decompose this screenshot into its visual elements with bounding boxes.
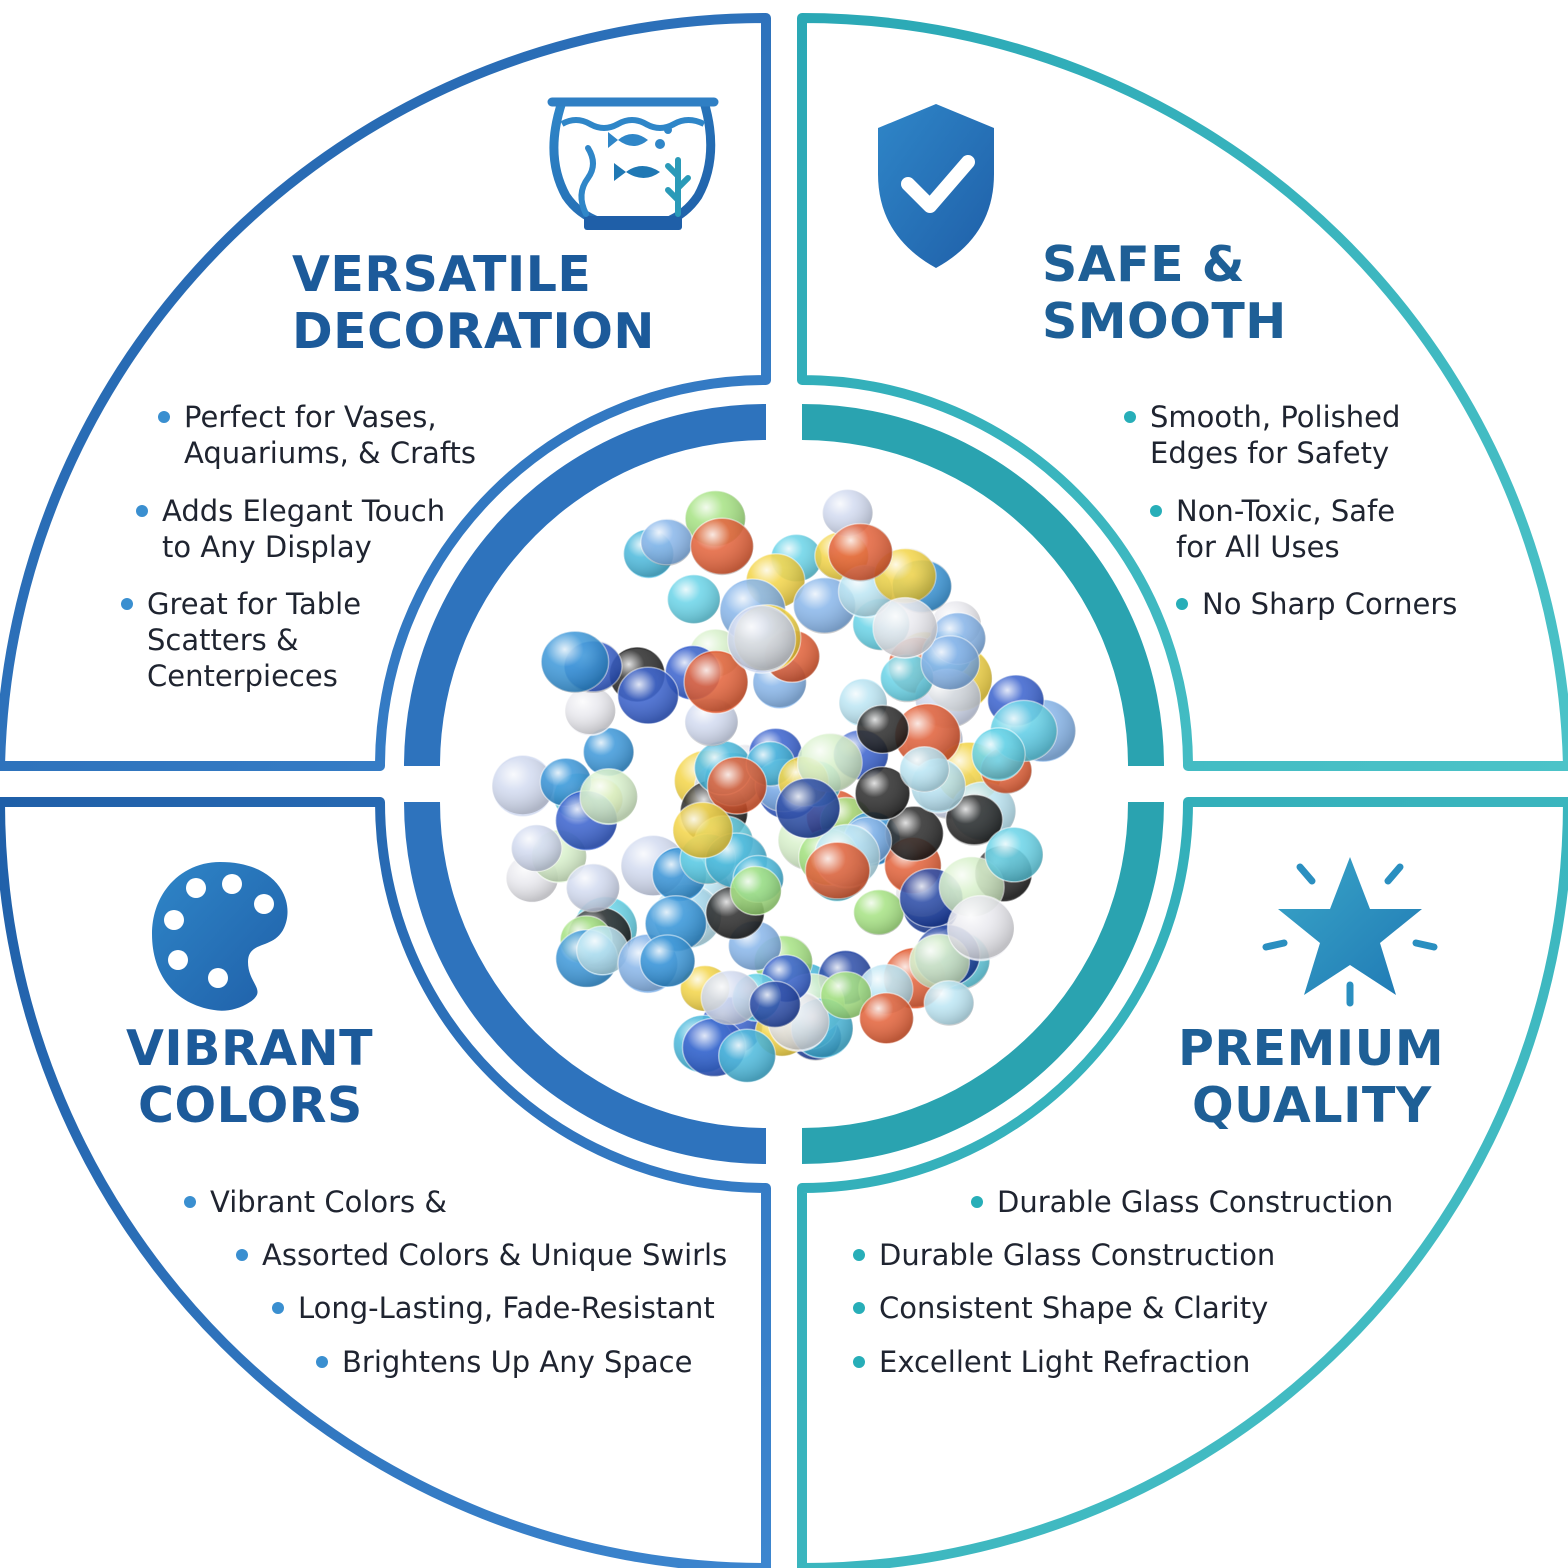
palette-icon — [152, 862, 288, 1011]
list-item: Durable Glass Construction — [970, 1185, 1394, 1219]
marble-highlight — [947, 897, 1014, 959]
marble-highlight — [985, 828, 1043, 882]
list-item: Non-Toxic, Safe for All Uses — [1149, 493, 1396, 565]
marble-highlight — [855, 768, 910, 819]
title-versatile-decoration: VERSATILE DECORATION — [292, 246, 655, 360]
shield-check-icon — [878, 104, 994, 268]
title-line: QUALITY — [1192, 1077, 1432, 1134]
list-item: Assorted Colors & Unique Swirls — [235, 1238, 728, 1272]
list-item: Brightens Up Any Space — [315, 1345, 693, 1379]
marble-highlight — [707, 758, 767, 813]
marble-highlight — [576, 926, 629, 975]
marble-highlight — [859, 993, 914, 1044]
star-icon — [1262, 857, 1438, 1007]
marble-highlight — [749, 980, 801, 1028]
marble-highlight — [701, 970, 760, 1025]
marble-highlight — [899, 746, 950, 792]
list-item: Long-Lasting, Fade-Resistant — [272, 1291, 715, 1325]
marble-highlight — [921, 636, 980, 690]
title-line: SMOOTH — [1042, 293, 1287, 350]
list-item: No Sharp Corners — [1175, 586, 1458, 622]
list-item: Smooth, Polished Edges for Safety — [1123, 399, 1401, 471]
marble-highlight — [730, 867, 782, 915]
list-item: Vibrant Colors & — [184, 1185, 447, 1219]
marble-highlight — [617, 667, 679, 724]
marble-highlight — [565, 687, 616, 734]
marble-highlight — [805, 840, 870, 901]
bullet-line: Adds Elegant Touch — [162, 494, 446, 528]
bullet-line: Great for Table — [147, 587, 362, 621]
list-item: Durable Glass Construction — [852, 1238, 1276, 1272]
fishbowl-icon — [547, 97, 719, 230]
title-line: PREMIUM — [1178, 1020, 1445, 1077]
marble-highlight — [566, 863, 620, 913]
bullet-line: for All Uses — [1176, 530, 1340, 564]
bullet-line: Non-Toxic, Safe — [1176, 494, 1396, 528]
bullet-line: Perfect for Vases, — [184, 400, 437, 434]
marble-highlight — [684, 652, 748, 712]
title-safe-smooth: SAFE & SMOOTH — [1042, 236, 1287, 350]
marble-highlight — [828, 522, 893, 582]
bullet-line: Edges for Safety — [1150, 436, 1390, 470]
marble-highlight — [945, 793, 1003, 846]
marble-highlight — [640, 518, 693, 566]
list-item: Adds Elegant Touch to Any Display — [135, 493, 446, 565]
bullet-line: Smooth, Polished — [1150, 400, 1401, 434]
marble-highlight — [667, 575, 721, 624]
marble-highlight — [640, 935, 695, 987]
title-line: COLORS — [138, 1077, 363, 1134]
inner-ring — [404, 404, 1164, 1164]
bullet-line: Centerpieces — [147, 659, 338, 693]
bullet-line: Aquariums, & Crafts — [184, 436, 476, 470]
glass-marbles-photo — [491, 488, 1077, 1084]
bullet-line: to Any Display — [162, 530, 372, 564]
marble-highlight — [776, 778, 840, 838]
marble-highlight — [853, 889, 904, 936]
marble-highlight — [718, 1029, 776, 1082]
list-item: Excellent Light Refraction — [852, 1345, 1251, 1379]
list-item: Great for Table Scatters & Centerpieces — [120, 586, 362, 694]
title-line: VERSATILE — [292, 246, 592, 303]
bullet-line: Scatters & — [147, 623, 299, 657]
title-line: DECORATION — [292, 303, 655, 360]
bullet-line: No Sharp Corners — [1202, 587, 1458, 621]
marble-highlight — [797, 732, 863, 793]
marble-highlight — [492, 757, 554, 815]
marble-highlight — [727, 608, 796, 671]
marble-highlight — [511, 825, 562, 872]
marble-highlight — [541, 630, 609, 693]
marble-highlight — [580, 770, 638, 823]
title-line: VIBRANT — [126, 1020, 374, 1077]
marble-highlight — [690, 517, 754, 576]
quadrant-frame-bottom-right — [797, 797, 1568, 1568]
marble-highlight — [820, 972, 872, 1019]
marble-highlight — [972, 729, 1025, 779]
marble-highlight — [880, 653, 934, 703]
marble-highlight — [885, 806, 944, 861]
marble-highlight — [873, 598, 937, 658]
list-item: Consistent Shape & Clarity — [852, 1291, 1269, 1325]
marble-highlight — [583, 728, 634, 776]
title-vibrant-colors: VIBRANT COLORS — [126, 1020, 373, 1134]
marble-highlight — [856, 705, 909, 753]
marble-highlight — [924, 980, 974, 1026]
marble-highlight — [672, 802, 733, 858]
title-premium-quality: PREMIUM QUALITY — [1178, 1020, 1444, 1134]
quadrant-frame-top-right — [797, 13, 1568, 771]
title-line: SAFE & — [1042, 236, 1245, 293]
list-item: Perfect for Vases, Aquariums, & Crafts — [158, 399, 476, 471]
